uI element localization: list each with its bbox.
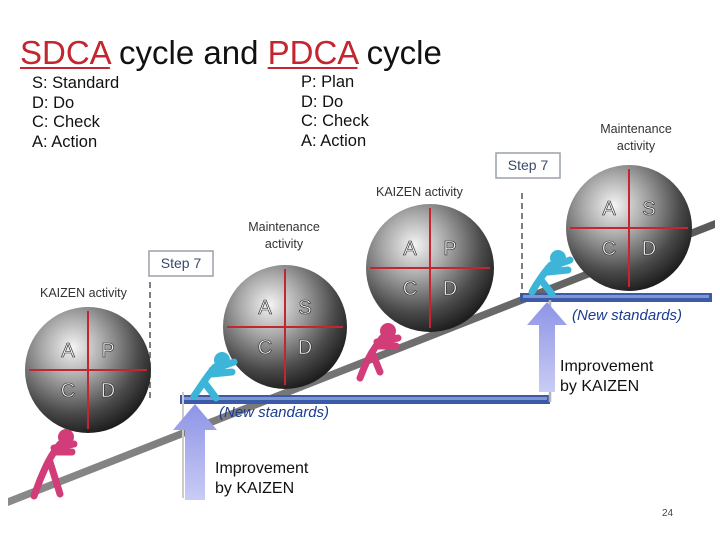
pdca-legend-item: P: Plan	[301, 73, 355, 91]
page-title: SDCA cycle and PDCA cycle	[20, 34, 442, 72]
pdca-ball-left: A P C D	[25, 307, 151, 433]
pdca-legend: P: Plan D: Do C: Check A: Action	[301, 73, 369, 151]
cycle-letter: A	[403, 238, 417, 260]
sdca-legend: S: Standard D: Do C: Check A: Action	[32, 74, 119, 152]
cycle-letter: A	[602, 198, 616, 220]
improvement-right-label: Improvement by KAIZEN	[560, 358, 654, 395]
person-body	[30, 440, 78, 500]
title-mid: cycle and	[109, 34, 268, 71]
cycle-letter: D	[298, 337, 312, 359]
person-red-pushing-left	[30, 429, 78, 500]
kaizen-activity-left-label: KAIZEN activity	[40, 286, 127, 300]
improvement-arrow-mid	[173, 404, 217, 500]
sdca-legend-item: C: Check	[32, 113, 100, 131]
cycle-letter: D	[642, 238, 656, 260]
new-standards-right-label: (New standards)	[572, 307, 683, 324]
cycle-letter: C	[61, 380, 75, 402]
title-sdca: SDCA	[20, 34, 110, 71]
person-body	[356, 334, 402, 382]
cycle-letter: C	[403, 278, 417, 300]
cycle-letter: P	[443, 238, 456, 260]
cycle-letter: C	[258, 337, 272, 359]
platform-mid-highlight	[183, 397, 547, 400]
person-blue-pushing-top	[528, 250, 574, 298]
page-number: 24	[662, 508, 674, 519]
step7-box-mid	[148, 250, 214, 277]
maintenance-activity-top-label: Maintenance activity	[600, 122, 672, 153]
cycle-letter: A	[61, 340, 75, 362]
cycle-letter: P	[101, 340, 114, 362]
step7-top-label: Step 7	[507, 157, 549, 173]
improvement-arrow-right	[527, 302, 567, 392]
sdca-legend-item: A: Action	[32, 132, 98, 151]
sdca-ball-top: A S C D	[566, 165, 692, 291]
maintenance-activity-mid-label: Maintenance activity	[248, 220, 320, 251]
title-end: cycle	[357, 34, 442, 71]
new-standards-mid-label: (New standards)	[219, 404, 330, 421]
pdca-legend-item: C: Check	[301, 112, 369, 130]
sdca-legend-item: D: Do	[32, 93, 75, 112]
cycle-letter: D	[101, 380, 115, 402]
cycle-letter: C	[602, 238, 616, 260]
platform-top-highlight	[523, 295, 709, 298]
cycle-letter: S	[642, 198, 655, 220]
pdca-legend-item: D: Do	[301, 92, 344, 111]
person-body	[528, 256, 574, 298]
kaizen-activity-mid-label: KAIZEN activity	[376, 185, 463, 199]
cycle-letter: A	[258, 297, 272, 319]
step7-mid-label: Step 7	[160, 255, 202, 271]
cycle-letter: S	[298, 297, 311, 319]
person-red-pushing-mid	[356, 323, 402, 382]
sdca-ball-mid: A S C D	[223, 265, 347, 389]
improvement-mid-label: Improvement by KAIZEN	[215, 460, 309, 497]
pdca-ball-mid: A P C D	[366, 204, 494, 332]
cycle-letter: D	[443, 278, 457, 300]
title-pdca: PDCA	[267, 34, 358, 71]
person-blue-pushing	[190, 352, 238, 402]
sdca-legend-item: S: Standard	[32, 74, 120, 92]
person-head	[380, 323, 396, 339]
person-head	[58, 429, 74, 445]
step7-box-top	[495, 152, 561, 179]
slope-ramp	[8, 220, 715, 506]
person-body	[190, 358, 238, 402]
pdca-legend-item: A: Action	[301, 131, 367, 150]
